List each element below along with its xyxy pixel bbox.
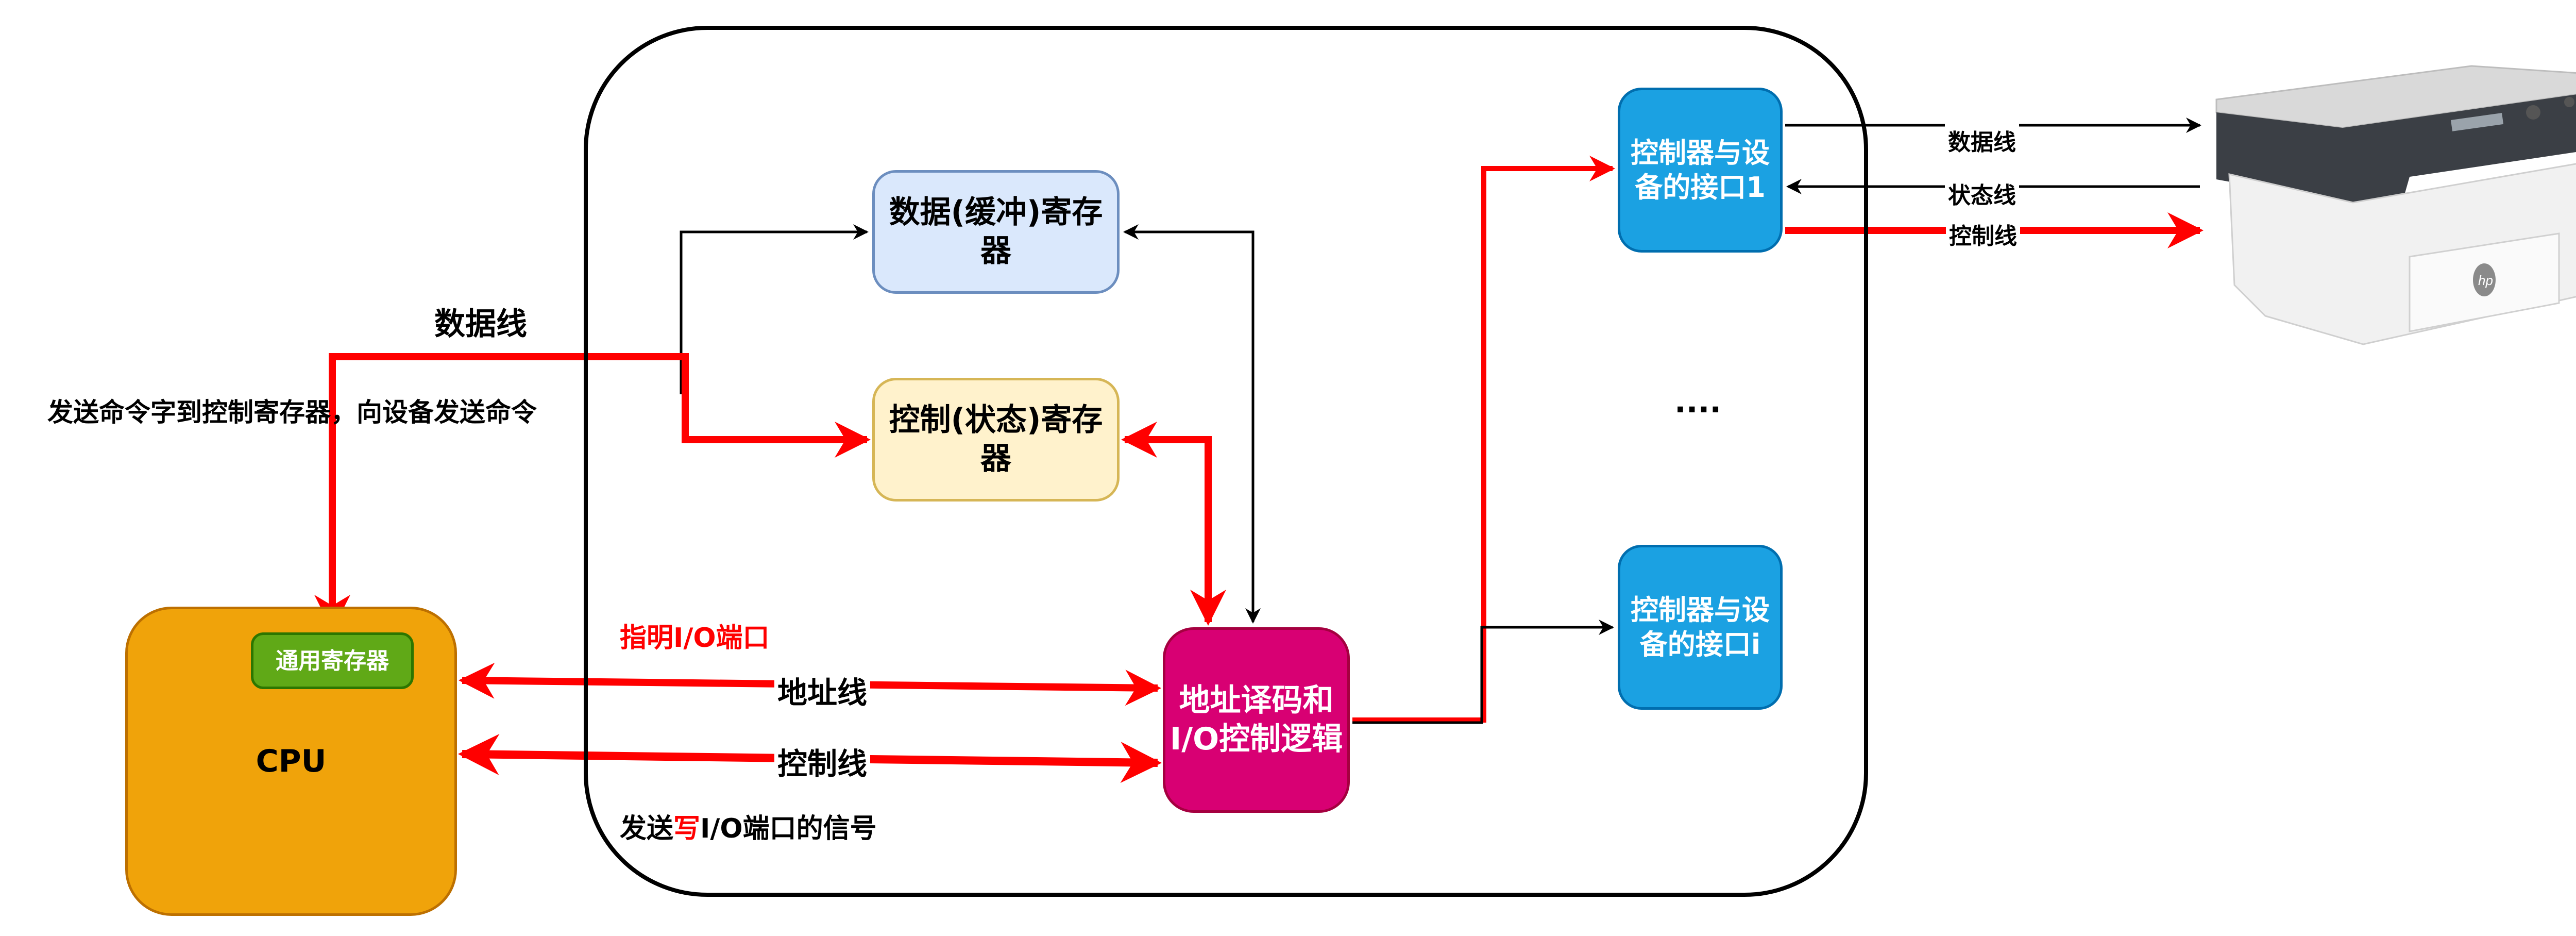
hp-logo-icon bbox=[2473, 263, 2496, 296]
write-signal-prefix: 发送 bbox=[620, 813, 674, 844]
printer-button-2 bbox=[2564, 97, 2574, 107]
data-register-label: 数据(缓冲)寄存器 bbox=[889, 194, 1103, 269]
control-register-label: 控制(状态)寄存器 bbox=[889, 402, 1103, 477]
send-command-label: 发送命令字到控制寄存器，向设备发送命令 bbox=[47, 397, 537, 427]
decoder-label-line1: 地址译码和 bbox=[1179, 682, 1334, 718]
io-interface-container bbox=[584, 26, 1868, 897]
data-bus-label: 数据线 bbox=[434, 306, 527, 342]
write-signal-suffix: I/O端口的信号 bbox=[700, 813, 877, 844]
interface-i-label-line2: 备的接口i bbox=[1639, 628, 1761, 661]
wire-decoder-data-register bbox=[1123, 224, 1261, 624]
decoder-to-interface-1 bbox=[1352, 156, 1615, 723]
hp-logo-text: hp bbox=[2478, 273, 2493, 288]
write-signal-highlight: 写 bbox=[673, 813, 701, 844]
printer-button bbox=[2526, 105, 2540, 120]
decoder-to-interface-i-black bbox=[1352, 620, 1614, 724]
address-bus-label: 地址线 bbox=[774, 668, 871, 712]
write-signal-label: 发送写I/O端口的信号 bbox=[620, 807, 877, 845]
control-bus-label: 控制线 bbox=[774, 740, 871, 783]
data-buffer-register[interactable]: 数据(缓冲)寄存器 bbox=[872, 170, 1120, 294]
general-register-label: 通用寄存器 bbox=[276, 647, 389, 674]
interface-1-label-line2: 备的接口1 bbox=[1635, 171, 1766, 204]
decoder-label-line2: I/O控制逻辑 bbox=[1170, 721, 1343, 757]
control-status-register[interactable]: 控制(状态)寄存器 bbox=[872, 378, 1120, 502]
device-status-line-label: 状态线 bbox=[1945, 177, 2019, 210]
more-interfaces-ellipsis: .... bbox=[1674, 384, 1722, 420]
data-bus-line bbox=[314, 353, 871, 631]
cpu-label: CPU bbox=[256, 743, 327, 779]
printer-lcd bbox=[2451, 113, 2504, 131]
wire-to-data-register bbox=[680, 224, 869, 394]
device-interface-i[interactable]: 控制器与设 备的接口i bbox=[1618, 545, 1783, 710]
interface-1-label-line1: 控制器与设 bbox=[1631, 136, 1770, 169]
device-data-line-label: 数据线 bbox=[1945, 124, 2019, 157]
specify-port-label: 指明I/O端口 bbox=[620, 623, 770, 654]
device-interface-1[interactable]: 控制器与设 备的接口1 bbox=[1618, 88, 1783, 253]
device-control-line-label: 控制线 bbox=[1946, 218, 2020, 250]
interface-i-label-line1: 控制器与设 bbox=[1631, 593, 1770, 626]
printer-device-image: hp bbox=[2215, 65, 2576, 345]
address-decoder-io-logic[interactable]: 地址译码和 I/O控制逻辑 bbox=[1163, 627, 1350, 813]
ctrl-reg-decoder-line bbox=[1121, 422, 1226, 626]
general-register[interactable]: 通用寄存器 bbox=[251, 632, 414, 689]
